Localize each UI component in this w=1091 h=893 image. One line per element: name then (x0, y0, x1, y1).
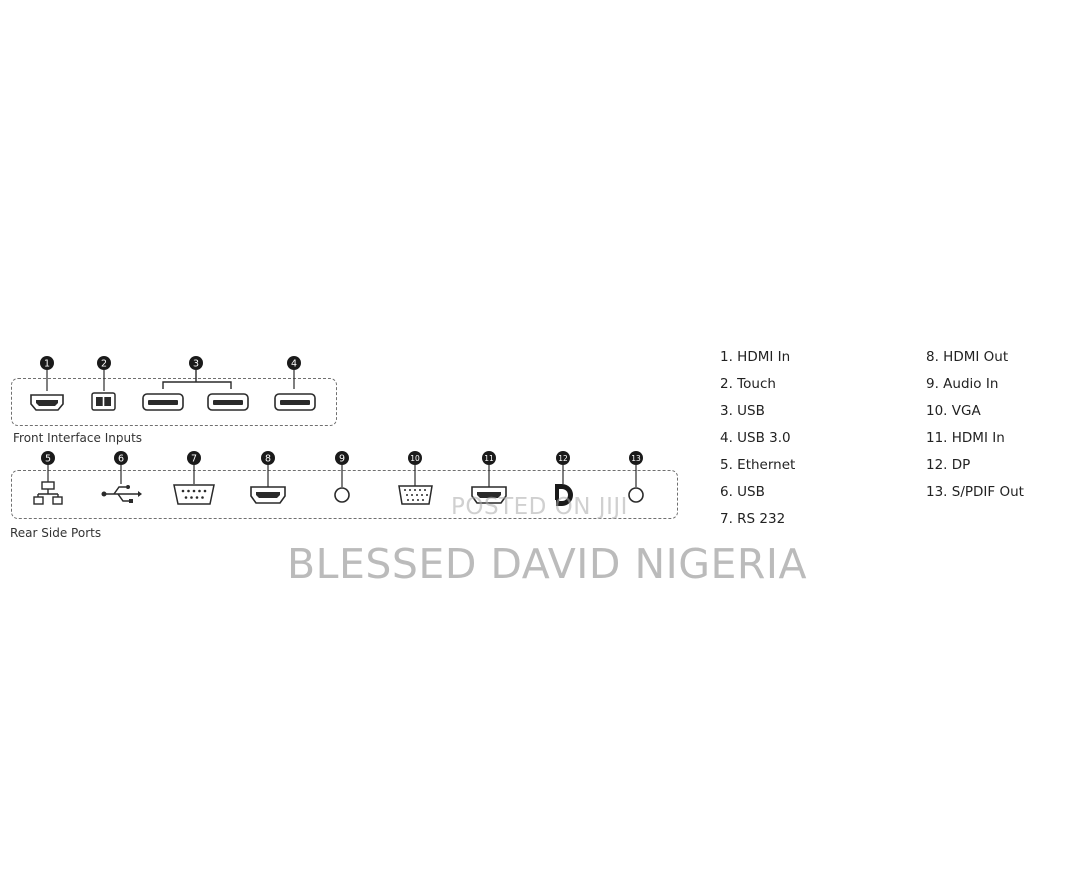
legend-item: 7. RS 232 (720, 511, 786, 527)
legend-item: 13. S/PDIF Out (926, 484, 1024, 500)
audio-jack-icon (334, 487, 350, 503)
rear-marker-11-text: 11 (484, 454, 494, 463)
hdmi-port-icon (30, 394, 64, 411)
legend-item: 3. USB (720, 403, 765, 419)
usb3-port-icon (274, 393, 316, 411)
front-marker-2: 2 (97, 356, 111, 370)
front-interface-label: Front Interface Inputs (13, 431, 143, 445)
rear-marker-5: 5 (41, 451, 55, 465)
hdmi-port-icon (250, 486, 286, 504)
front-marker-2-text: 2 (101, 359, 107, 370)
legend-item: 12. DP (926, 457, 971, 473)
rear-marker-6-text: 6 (118, 454, 124, 465)
rear-marker-10: 10 (408, 451, 422, 465)
front-marker-3: 3 (189, 356, 203, 370)
legend-item: 6. USB (720, 484, 765, 500)
rear-marker-12-text: 12 (558, 454, 568, 463)
legend-item: 1. HDMI In (720, 349, 791, 365)
rear-marker-6: 6 (114, 451, 128, 465)
vga-port-icon (398, 485, 433, 505)
hdmi-port-icon (471, 486, 507, 504)
front-marker-4-text: 4 (291, 359, 297, 370)
legend-right-column: 8. HDMI Out 9. Audio In 10. VGA 11. HDMI… (926, 347, 1024, 509)
rear-marker-11: 11 (482, 451, 496, 465)
seller-name-watermark: BLESSED DAVID NIGERIA (287, 540, 808, 588)
rear-marker-5-text: 5 (45, 454, 51, 465)
rear-marker-9-text: 9 (339, 454, 345, 465)
rear-marker-13: 13 (629, 451, 643, 465)
usb-port-icon (207, 393, 249, 411)
rear-side-label: Rear Side Ports (10, 526, 102, 540)
legend-item: 10. VGA (926, 403, 981, 419)
rear-marker-10-text: 10 (410, 454, 420, 463)
posted-on-jiji-watermark: POSTED ON JIJI (451, 494, 628, 520)
legend-left-column: 1. HDMI In 2. Touch 3. USB 4. USB 3.0 5.… (720, 347, 795, 536)
legend-item: 11. HDMI In (926, 430, 1005, 446)
rear-marker-7: 7 (187, 451, 201, 465)
rear-marker-8: 8 (261, 451, 275, 465)
displayport-logo-icon (552, 484, 573, 506)
rear-marker-12: 12 (556, 451, 570, 465)
usb-symbol-icon (101, 485, 142, 503)
touch-usb-b-icon (91, 392, 116, 411)
legend-item: 5. Ethernet (720, 457, 796, 473)
legend-item: 2. Touch (720, 376, 776, 392)
ports-diagram: 1 2 3 4 5 6 7 8 9 10 11 12 13 (30, 356, 644, 506)
rear-marker-8-text: 8 (265, 454, 271, 465)
rear-side-panel (11, 470, 678, 519)
legend-item: 8. HDMI Out (926, 349, 1009, 365)
legend-item: 4. USB 3.0 (720, 430, 791, 446)
ethernet-icon (33, 481, 63, 505)
front-marker-4: 4 (287, 356, 301, 370)
rear-marker-7-text: 7 (191, 454, 197, 465)
rear-marker-13-text: 13 (631, 454, 641, 463)
front-marker-1: 1 (40, 356, 54, 370)
front-marker-3-text: 3 (193, 359, 199, 370)
usb-port-icon (142, 393, 184, 411)
legend-item: 9. Audio In (926, 376, 999, 392)
rs232-db9-icon (173, 484, 215, 505)
spdif-jack-icon (628, 487, 644, 503)
front-interface-panel (11, 378, 337, 426)
front-marker-1-text: 1 (44, 359, 50, 370)
rear-marker-9: 9 (335, 451, 349, 465)
usb-group-bracket (162, 370, 232, 389)
